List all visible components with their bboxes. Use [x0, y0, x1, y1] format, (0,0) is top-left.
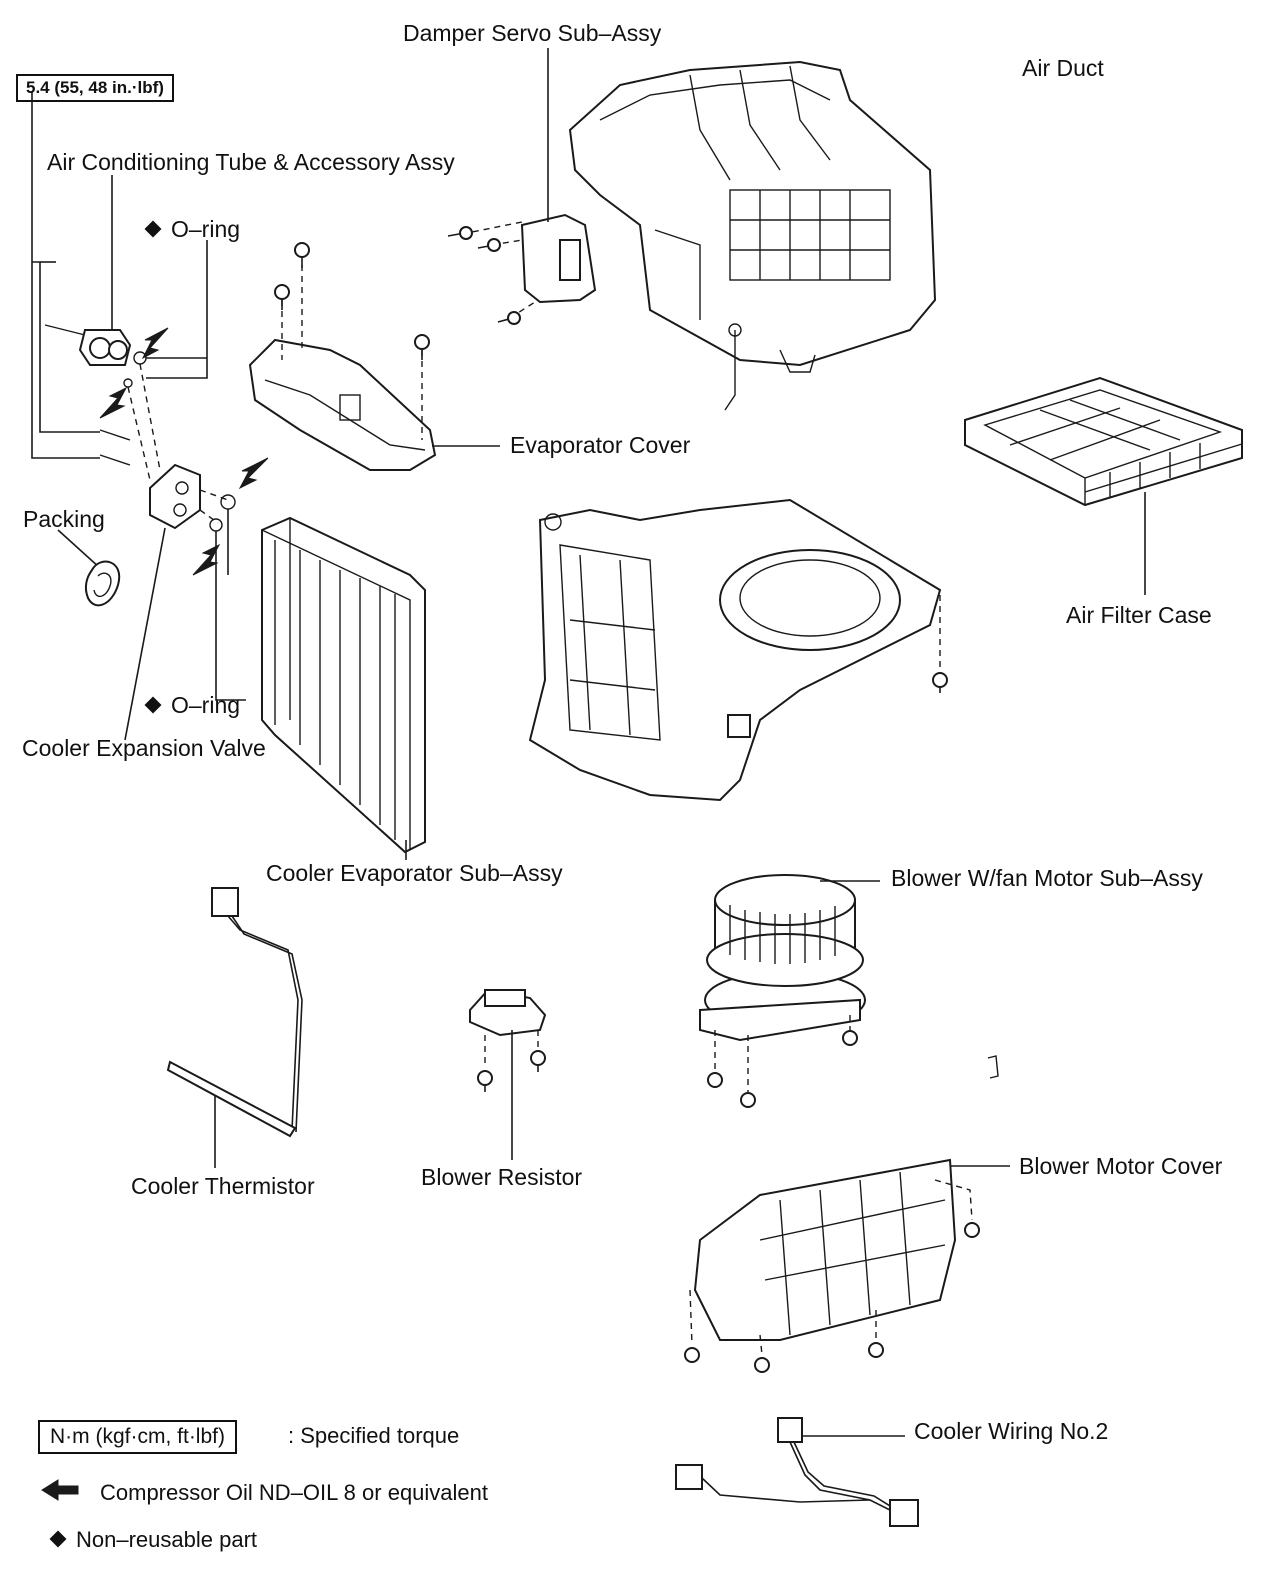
- blower-motor-cover-part: [684, 1158, 1010, 1373]
- legend-oil-desc: Compressor Oil ND–OIL 8 or equivalent: [100, 1480, 489, 1505]
- non-reusable-diamond-icon: [144, 220, 162, 238]
- blower-motor-part: [699, 874, 999, 1108]
- packing-label: Packing: [23, 506, 105, 532]
- legend-torque-desc: : Specified torque: [288, 1423, 460, 1448]
- cooler-evaporator-label: Cooler Evaporator Sub–Assy: [266, 860, 563, 886]
- legend-nonreusable-text: Non–reusable part: [76, 1527, 258, 1552]
- air-duct-label: Air Duct: [1022, 55, 1104, 81]
- legend-torque-unit-box: N·m (kgf·cm, ft·lbf): [38, 1420, 237, 1454]
- air-duct-part: [568, 60, 937, 411]
- oring-top-label: O–ring: [144, 216, 241, 242]
- torque-spec-box: 5.4 (55, 48 in.·lbf): [16, 74, 174, 102]
- cooler-evaporator-part: [261, 516, 426, 860]
- blower-motor-cover-label: Blower Motor Cover: [1019, 1153, 1223, 1179]
- cooler-wiring-label: Cooler Wiring No.2: [914, 1418, 1109, 1444]
- air-filter-case-part: [964, 376, 1243, 595]
- expansion-valve-part: [124, 457, 269, 741]
- legend-nonreusable: Non–reusable part: [49, 1527, 258, 1553]
- blower-resistor-label: Blower Resistor: [421, 1164, 583, 1190]
- damper-servo-part: [447, 48, 597, 325]
- compressor-oil-arrow-icon: [41, 1479, 79, 1501]
- evaporator-cover-part: [248, 242, 500, 471]
- oring-bottom-label: O–ring: [144, 692, 241, 718]
- blower-case-part: [528, 498, 948, 802]
- ac-tube-part: [31, 92, 208, 481]
- oring-top-text: O–ring: [171, 216, 241, 242]
- ac-tube-label: Air Conditioning Tube & Accessory Assy: [47, 149, 455, 175]
- packing-part: [57, 529, 121, 607]
- cooler-thermistor-label: Cooler Thermistor: [131, 1173, 315, 1199]
- blower-resistor-part: [469, 988, 547, 1160]
- evaporator-cover-label: Evaporator Cover: [510, 432, 691, 458]
- cooler-expansion-valve-label: Cooler Expansion Valve: [22, 735, 266, 761]
- non-reusable-diamond-icon: [144, 696, 162, 714]
- non-reusable-diamond-icon: [49, 1530, 67, 1548]
- cooler-thermistor-part: [166, 887, 303, 1168]
- oring-bottom-text: O–ring: [171, 692, 241, 718]
- air-filter-case-label: Air Filter Case: [1066, 602, 1212, 628]
- cooler-wiring-part: [675, 1417, 919, 1527]
- blower-motor-label: Blower W/fan Motor Sub–Assy: [891, 865, 1203, 891]
- damper-servo-label: Damper Servo Sub–Assy: [403, 20, 662, 46]
